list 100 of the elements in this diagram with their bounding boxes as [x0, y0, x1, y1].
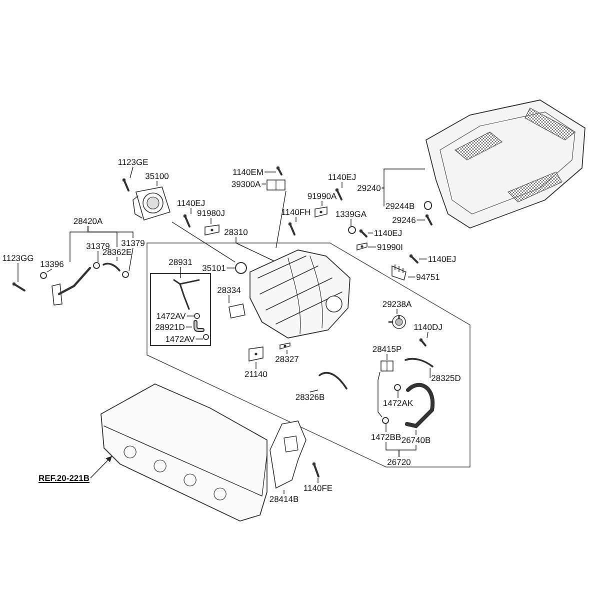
- part-number: 1140FE: [302, 483, 334, 493]
- part-number: 1123GG: [1, 253, 35, 263]
- leader-line: [46, 268, 52, 272]
- part-number: 1472BB: [370, 432, 402, 442]
- part-number: 28326B: [294, 392, 326, 402]
- part-number: 28414B: [268, 494, 300, 504]
- part-number: 28334: [216, 285, 242, 295]
- part-number: 1140EM: [231, 167, 265, 177]
- leader-line: [310, 390, 318, 392]
- bracket-drawing: [356, 242, 368, 251]
- bolt-drawing: [359, 229, 368, 238]
- part-number: 39300A: [230, 179, 262, 189]
- bolt-drawing: [276, 166, 283, 176]
- part-number: 1140EJ: [326, 172, 358, 182]
- part-number: 91980J: [196, 208, 226, 218]
- bracket-drawing: [314, 206, 328, 218]
- part-number: 29244B: [384, 201, 416, 211]
- part-number: 1140FH: [280, 207, 312, 217]
- part-number: 29238A: [381, 299, 413, 309]
- leader-line: [276, 190, 286, 248]
- part-number: 94751: [415, 272, 441, 282]
- leader-line: [396, 308, 398, 314]
- part-number: 21140: [244, 369, 268, 379]
- bracket-drawing: [204, 224, 220, 236]
- leader-line: [128, 248, 134, 272]
- part-number: 29240: [356, 183, 382, 193]
- reference-label: REF.20-221B: [37, 473, 91, 483]
- part-number: 1472AV: [164, 334, 196, 344]
- part-number: 13396: [39, 259, 65, 269]
- part-number: 1339GA: [334, 209, 368, 219]
- part-number: 91990A: [306, 191, 338, 201]
- part-number: 1140EJ: [176, 198, 206, 208]
- part-number: 1123GE: [116, 157, 150, 167]
- part-number: 28310: [223, 227, 249, 237]
- bolt-drawing: [335, 188, 343, 201]
- part-number: 28415P: [371, 344, 403, 354]
- leader-line: [381, 168, 426, 188]
- part-number: 28327: [274, 354, 300, 364]
- sensor-drawing: [380, 360, 394, 372]
- part-number: 1472AV: [155, 311, 187, 321]
- part-number: 29246: [391, 215, 417, 225]
- part-number: 28921D: [154, 322, 186, 332]
- leader-line: [228, 294, 230, 304]
- part-number: 26720: [386, 457, 412, 467]
- bracket-drawing: [279, 342, 291, 350]
- bolt-drawing: [425, 214, 433, 226]
- bolt-drawing: [183, 214, 191, 228]
- bolt-drawing: [312, 462, 320, 478]
- leader-line: [186, 326, 192, 328]
- engine-cover-drawing: [425, 98, 587, 230]
- leader-line: [130, 166, 134, 178]
- leader-line: [368, 246, 376, 248]
- intake-manifold-drawing: [248, 248, 352, 340]
- hose-drawing: [102, 261, 121, 272]
- part-number: 1472AK: [382, 398, 414, 408]
- leader-line: [386, 354, 388, 360]
- leader-line: [368, 232, 374, 234]
- leader-line: [116, 256, 118, 262]
- part-number: 35100: [144, 171, 170, 181]
- leader-line: [286, 350, 288, 354]
- part-number: 1140EJ: [426, 254, 458, 264]
- gasket-drawing: [228, 303, 246, 319]
- leader-line: [381, 188, 385, 206]
- part-number: 28931: [168, 257, 192, 267]
- leader-line: [190, 208, 192, 214]
- throttle-body-drawing: [132, 186, 172, 222]
- hose-drawing: [192, 320, 204, 333]
- bolt-drawing: [122, 178, 130, 192]
- leader-line: [350, 218, 352, 226]
- leader-line: [418, 258, 428, 260]
- leader-line: [426, 332, 428, 338]
- leader-line: [88, 226, 134, 238]
- leader-line: [195, 338, 204, 340]
- leader-line: [236, 236, 274, 262]
- cylinder-head-drawing: [100, 382, 268, 522]
- leader-arrow: [90, 456, 112, 478]
- hose-drawing: [404, 356, 434, 368]
- part-number: 31379: [120, 238, 146, 248]
- part-number: 1140EJ: [372, 228, 404, 238]
- leader-line: [378, 372, 382, 418]
- bolt-drawing: [12, 282, 26, 292]
- leader-line: [156, 180, 158, 186]
- bolt-drawing: [288, 222, 296, 236]
- fuel-rail-drawing: [390, 264, 408, 282]
- part-number: 1140DJ: [412, 322, 444, 332]
- tube-drawing: [172, 278, 202, 311]
- leader-line: [180, 266, 181, 278]
- valve-drawing: [388, 314, 406, 330]
- part-number: 91990I: [376, 242, 404, 252]
- part-number: 35101: [201, 263, 227, 273]
- leader-line: [408, 276, 416, 278]
- part-number: 26740B: [400, 435, 432, 445]
- sensor-drawing: [266, 179, 286, 191]
- bracket-drawing: [248, 346, 264, 362]
- leader-line: [398, 444, 416, 458]
- part-number: 28420A: [72, 216, 104, 226]
- bolt-drawing: [419, 338, 427, 347]
- bolt-drawing: [409, 254, 419, 264]
- leader-line: [172, 222, 236, 262]
- part-number: 28325D: [430, 373, 462, 383]
